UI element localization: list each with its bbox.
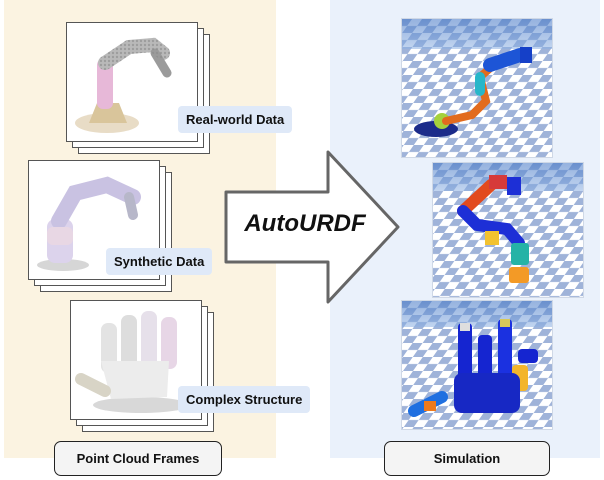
real-world-point-cloud-image — [75, 37, 172, 133]
autourdf-label: AutoURDF — [244, 210, 366, 237]
complex-structure-point-cloud-image — [75, 311, 189, 413]
process-arrow — [224, 150, 400, 304]
simulation-caption: Simulation — [384, 441, 550, 476]
frame-sheet-front — [66, 22, 198, 142]
simulation-image-synthetic — [432, 162, 584, 298]
simulation-image-real-world — [401, 18, 553, 158]
point-cloud-frames-caption: Point Cloud Frames — [54, 441, 222, 476]
synthetic-data-label: Synthetic Data — [106, 248, 213, 275]
frame-sheet-front — [28, 160, 160, 280]
real-world-data-label: Real-world Data — [178, 106, 293, 133]
simulation-image-complex-structure — [401, 300, 553, 430]
frame-sheet-front — [70, 300, 202, 420]
synthetic-point-cloud-image — [37, 176, 141, 271]
complex-structure-label: Complex Structure — [178, 386, 311, 413]
